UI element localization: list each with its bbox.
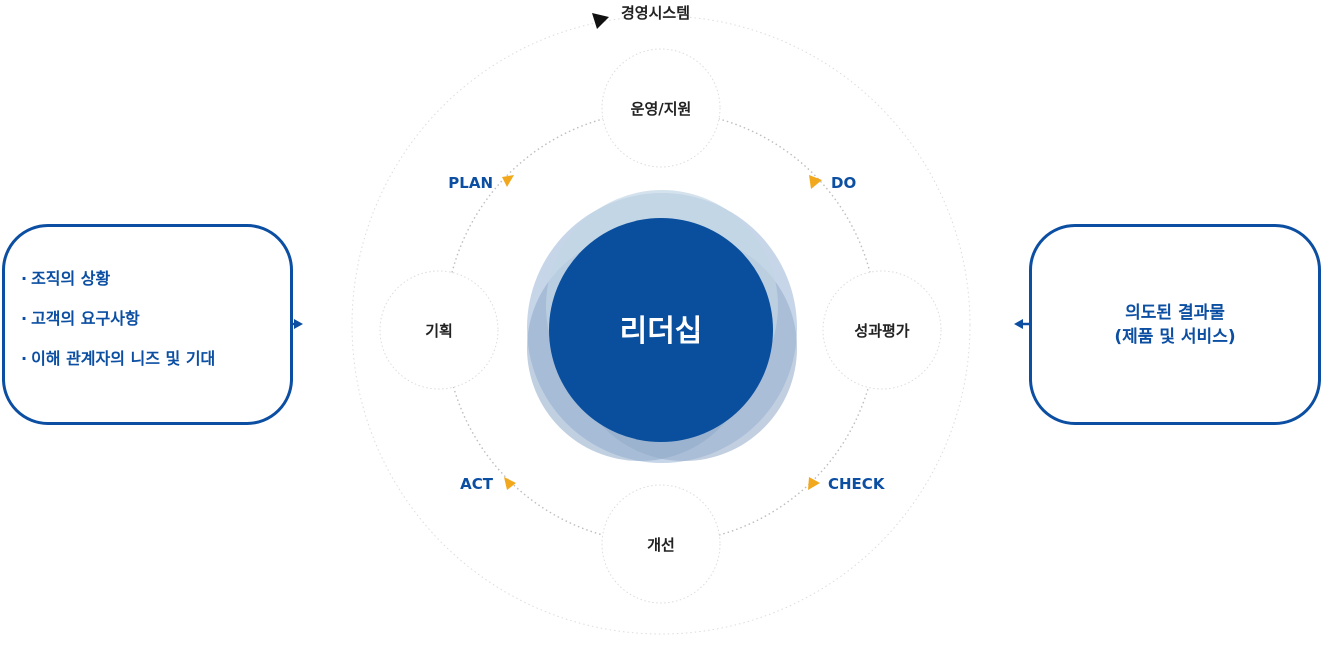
node-top-label: 운영/지원 — [631, 100, 692, 118]
input-item: 조직의 상황 — [21, 269, 215, 289]
phase-act-label: ACT — [460, 475, 494, 493]
outer-ring-label: 경영시스템 — [621, 4, 690, 22]
do-arrow-icon — [809, 175, 822, 189]
node-bottom-label: 개선 — [647, 536, 675, 554]
output-box: 의도된 결과물 (제품 및 서비스) — [1029, 224, 1321, 425]
output-text: 의도된 결과물 (제품 및 서비스) — [1032, 301, 1318, 349]
output-line-2: (제품 및 서비스) — [1114, 327, 1236, 347]
node-left-label: 기획 — [425, 322, 453, 340]
output-line-1: 의도된 결과물 — [1125, 303, 1225, 323]
plan-arrow-icon — [502, 175, 514, 187]
act-arrow-icon — [504, 477, 516, 490]
center-label: 리더십 — [620, 314, 703, 349]
node-right-label: 성과평가 — [854, 322, 909, 340]
node-bottom-circle — [601, 484, 721, 604]
check-arrow-icon — [808, 477, 820, 490]
phase-plan-label: PLAN — [448, 174, 493, 192]
output-arrow-left-icon — [1014, 319, 1023, 329]
input-arrow-icon — [294, 319, 303, 329]
outer-ring — [351, 15, 971, 635]
input-box: 조직의 상황 고객의 요구사항 이해 관계자의 니즈 및 기대 — [2, 224, 293, 425]
node-top-circle — [601, 48, 721, 168]
phase-check-label: CHECK — [828, 475, 886, 493]
center-circle — [549, 218, 773, 442]
input-item: 이해 관계자의 니즈 및 기대 — [21, 349, 215, 369]
node-right-circle — [822, 270, 942, 390]
phase-do-label: DO — [831, 174, 856, 192]
node-left-circle — [379, 270, 499, 390]
outer-arrow-icon — [592, 13, 609, 29]
input-item: 고객의 요구사항 — [21, 309, 215, 329]
input-list: 조직의 상황 고객의 요구사항 이해 관계자의 니즈 및 기대 — [21, 269, 215, 389]
